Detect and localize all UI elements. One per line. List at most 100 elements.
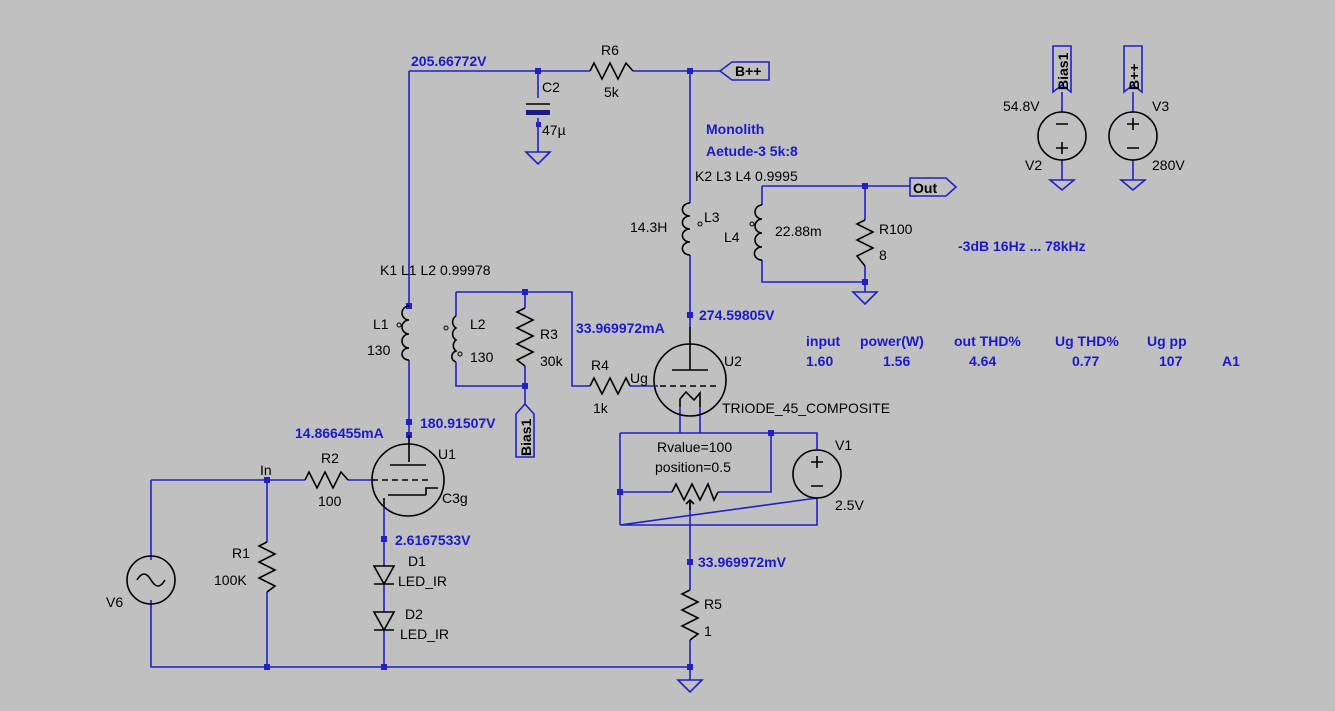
net-flag-bpp[interactable]: B++ bbox=[718, 61, 770, 81]
results-header: power(W) bbox=[860, 333, 924, 349]
triode-u1[interactable]: U1 C3g bbox=[371, 435, 468, 517]
v6-label: V6 bbox=[106, 594, 123, 610]
voltage-source-v2[interactable]: Bias1 54.8V V2 bbox=[1003, 45, 1087, 192]
l3-label: L3 bbox=[704, 209, 720, 225]
ground-symbol bbox=[851, 291, 879, 306]
v2-label: V2 bbox=[1025, 157, 1042, 173]
l3-value: 14.3H bbox=[630, 219, 667, 235]
bias1-flag-label: Bias1 bbox=[518, 418, 534, 456]
r3-value: 30k bbox=[540, 353, 564, 369]
results-header: Ug pp bbox=[1147, 333, 1187, 349]
results-value: 4.64 bbox=[969, 353, 996, 369]
l4-label: L4 bbox=[724, 229, 740, 245]
diode-d1[interactable]: D1 LED_IR bbox=[372, 553, 447, 589]
bpp-flag-label: B++ bbox=[735, 63, 761, 79]
v2-value: 54.8V bbox=[1003, 98, 1040, 114]
node-voltage-180: 180.91507V bbox=[420, 415, 496, 431]
r1-label: R1 bbox=[232, 545, 250, 561]
ground-symbol bbox=[676, 679, 704, 694]
net-label-ug: Ug bbox=[630, 370, 648, 386]
c2-value: 47µ bbox=[542, 122, 566, 138]
r6-label: R6 bbox=[601, 42, 619, 58]
results-value: 0.77 bbox=[1072, 353, 1099, 369]
net-flag-out[interactable]: Out bbox=[909, 177, 958, 197]
resistor-r3[interactable]: R3 30k bbox=[515, 307, 564, 369]
l2-label: L2 bbox=[470, 316, 486, 332]
l4-value: 22.88m bbox=[775, 223, 822, 239]
results-table: input power(W) out THD% Ug THD% Ug pp 1.… bbox=[806, 333, 1240, 369]
r5-label: R5 bbox=[704, 596, 722, 612]
d2-label: D2 bbox=[405, 606, 423, 622]
resistor-r2[interactable]: R2 100 bbox=[304, 450, 349, 509]
u1-label: U1 bbox=[438, 446, 456, 462]
r4-label: R4 bbox=[591, 357, 609, 373]
resistor-r6[interactable]: R6 5k bbox=[589, 42, 634, 100]
voltage-source-v1[interactable]: V1 2.5V bbox=[792, 437, 864, 513]
capacitor-c2[interactable]: C2 47µ bbox=[526, 79, 566, 138]
net-flag-bias1[interactable]: Bias1 bbox=[515, 402, 535, 458]
r3-label: R3 bbox=[540, 326, 558, 342]
results-header: out THD% bbox=[954, 333, 1021, 349]
resistor-r1[interactable]: R1 100K bbox=[214, 541, 277, 593]
inductor-l2[interactable]: L2 130 bbox=[443, 315, 494, 365]
r100-label: R100 bbox=[879, 221, 913, 237]
node-voltage-205: 205.66772V bbox=[411, 53, 487, 69]
r4-value: 1k bbox=[593, 400, 609, 416]
current-u1: 14.866455mA bbox=[295, 425, 384, 441]
results-value: 1.60 bbox=[806, 353, 833, 369]
v1-value: 2.5V bbox=[835, 497, 864, 513]
l1-label: L1 bbox=[373, 316, 389, 332]
results-value: A1 bbox=[1222, 353, 1240, 369]
d2-model: LED_IR bbox=[400, 626, 449, 642]
pot-position: position=0.5 bbox=[655, 459, 731, 475]
c2-label: C2 bbox=[542, 79, 560, 95]
transformer-notes: Monolith Aetude-3 5k:8 K2 L3 L4 0.9995 K… bbox=[380, 121, 1086, 278]
signal-source-v6[interactable]: V6 bbox=[106, 555, 176, 610]
r2-label: R2 bbox=[321, 450, 339, 466]
r6-value: 5k bbox=[604, 84, 620, 100]
results-header: Ug THD% bbox=[1055, 333, 1119, 349]
bandwidth-note: -3dB 16Hz ... 78kHz bbox=[958, 238, 1086, 254]
r5-value: 1 bbox=[704, 623, 712, 639]
node-voltage-cathode-u1: 2.6167533V bbox=[395, 532, 471, 548]
d1-label: D1 bbox=[408, 553, 426, 569]
results-value: 1.56 bbox=[883, 353, 910, 369]
net-label-in: In bbox=[260, 462, 272, 478]
resistor-r5[interactable]: R5 1 bbox=[680, 589, 722, 641]
potentiometer[interactable]: Rvalue=100 position=0.5 bbox=[655, 439, 732, 510]
wires bbox=[150, 70, 910, 680]
l2-value: 130 bbox=[470, 349, 494, 365]
inductor-l4[interactable]: L4 22.88m bbox=[724, 204, 822, 261]
node-labels: 205.66772V 274.59805V 33.969972mA 180.91… bbox=[260, 53, 787, 570]
coupling-k2: K2 L3 L4 0.9995 bbox=[695, 168, 798, 184]
resistor-r100[interactable]: R100 8 bbox=[855, 219, 913, 267]
r100-value: 8 bbox=[879, 247, 887, 263]
v3-value: 280V bbox=[1152, 157, 1185, 173]
diode-d2[interactable]: D2 LED_IR bbox=[372, 606, 449, 642]
transformer-brand: Monolith bbox=[706, 121, 764, 137]
out-flag-label: Out bbox=[913, 180, 937, 196]
node-voltage-274: 274.59805V bbox=[699, 307, 775, 323]
u2-model: TRIODE_45_COMPOSITE bbox=[722, 400, 890, 416]
inductor-l1[interactable]: L1 130 bbox=[367, 305, 410, 361]
bias1-supply-flag: Bias1 bbox=[1055, 52, 1071, 90]
r2-value: 100 bbox=[318, 493, 342, 509]
v1-label: V1 bbox=[835, 437, 852, 453]
resistor-r4[interactable]: R4 1k bbox=[589, 357, 631, 416]
u2-label: U2 bbox=[724, 353, 742, 369]
pot-rvalue: Rvalue=100 bbox=[657, 439, 732, 455]
triode-u2[interactable]: U2 TRIODE_45_COMPOSITE bbox=[653, 327, 890, 417]
results-header: input bbox=[806, 333, 841, 349]
ground-symbol bbox=[524, 151, 552, 166]
bpp-supply-flag: B++ bbox=[1126, 64, 1142, 90]
transformer-model: Aetude-3 5k:8 bbox=[706, 143, 798, 159]
coupling-k1: K1 L1 L2 0.99978 bbox=[380, 262, 491, 278]
l1-value: 130 bbox=[367, 342, 391, 358]
results-value: 107 bbox=[1159, 353, 1183, 369]
d1-model: LED_IR bbox=[398, 573, 447, 589]
u1-model: C3g bbox=[442, 490, 468, 506]
voltage-source-v3[interactable]: B++ V3 280V bbox=[1108, 45, 1185, 192]
current-u2: 33.969972mA bbox=[576, 320, 665, 336]
inductor-l3[interactable]: L3 14.3H bbox=[630, 202, 720, 256]
